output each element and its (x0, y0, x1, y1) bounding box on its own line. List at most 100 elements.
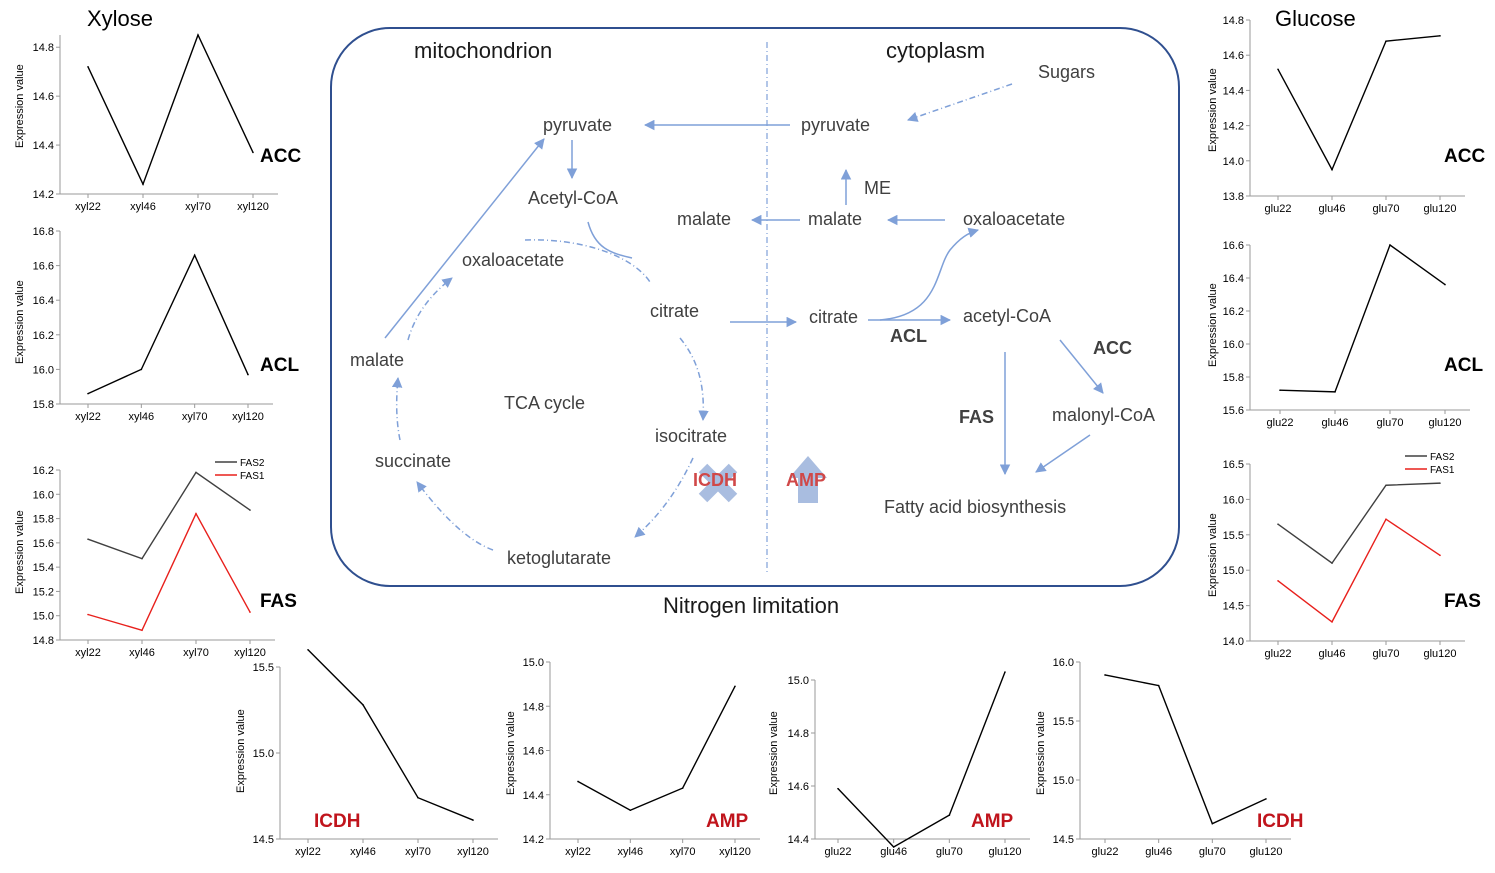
y-tick-label: 14.4 (1223, 85, 1244, 97)
arrow-sugars-pyruvate (907, 83, 1013, 122)
x-tick-label: glu46 (880, 846, 907, 858)
chart-title: ACC (1444, 146, 1486, 167)
y-tick-label: 15.0 (253, 748, 274, 760)
metabolite-sugars: Sugars (1038, 62, 1096, 82)
chart-title: ACL (260, 355, 300, 376)
chart-title: AMP (706, 811, 749, 832)
data-point (1439, 35, 1441, 37)
series-line (1104, 674, 1267, 825)
data-point (1331, 621, 1333, 623)
x-tick-label: xyl46 (130, 201, 156, 213)
y-tick-label: 14.8 (523, 701, 544, 713)
x-tick-label: xyl120 (457, 846, 489, 858)
x-tick-label: glu70 (1373, 203, 1400, 215)
series-line (1279, 243, 1446, 393)
data-point (948, 814, 951, 816)
data-point (193, 254, 196, 257)
data-point (247, 373, 249, 376)
x-tick-label: glu22 (825, 846, 852, 858)
enzyme-me: ME (864, 178, 891, 198)
data-point (1444, 283, 1446, 286)
y-tick-label: 16.8 (33, 226, 54, 238)
y-tick-label: 15.5 (1053, 716, 1074, 728)
x-tick-label: xyl120 (237, 201, 269, 213)
x-tick-label: xyl46 (128, 411, 154, 423)
x-tick-label: glu120 (1249, 846, 1282, 858)
x-tick-label: xyl22 (75, 411, 101, 423)
data-point (1104, 674, 1106, 676)
y-tick-label: 14.0 (1223, 636, 1244, 648)
x-tick-label: glu46 (1145, 846, 1172, 858)
y-tick-label: 14.2 (523, 834, 544, 846)
data-point (1334, 391, 1336, 393)
data-point (1439, 554, 1441, 557)
x-tick-label: glu22 (1265, 203, 1292, 215)
label-tca-cycle: TCA cycle (504, 393, 586, 413)
y-tick-label: 16.0 (33, 489, 54, 501)
enzyme-fas: FAS (959, 407, 995, 427)
y-tick-label: 16.6 (1223, 240, 1244, 252)
arrow-malonylcoa-fattyacid (1035, 434, 1091, 473)
data-point (1277, 68, 1279, 71)
metabolite-ketoglutarate: ketoglutarate (507, 548, 612, 568)
y-tick-label: 16.5 (1223, 459, 1244, 471)
x-tick-label: xyl22 (565, 846, 591, 858)
x-tick-label: xyl70 (185, 201, 211, 213)
metabolite-pyruvate-cyto: pyruvate (801, 115, 871, 135)
chart-title: FAS (260, 591, 297, 612)
data-point (197, 34, 199, 36)
data-point (142, 183, 144, 186)
amp-increase-arrow (789, 456, 827, 503)
y-tick-label: 14.0 (1223, 156, 1244, 168)
data-point (629, 809, 632, 812)
y-tick-label: 16.2 (1223, 306, 1244, 318)
x-tick-label: glu70 (1377, 417, 1404, 429)
y-tick-label: 16.2 (33, 465, 54, 477)
data-point (1279, 389, 1281, 392)
data-point (472, 819, 474, 821)
data-point (1211, 822, 1214, 825)
metabolite-isocitrate: isocitrate (655, 426, 728, 446)
x-tick-label: xyl70 (670, 846, 696, 858)
y-tick-label: 14.5 (1223, 601, 1244, 613)
data-point (1004, 671, 1006, 673)
y-tick-label: 15.0 (33, 611, 54, 623)
series-line-fas2 (87, 471, 251, 560)
y-tick-label: 15.8 (1223, 372, 1244, 384)
data-point (249, 611, 251, 613)
x-tick-label: glu70 (1373, 648, 1400, 660)
x-tick-label: xyl120 (719, 846, 751, 858)
data-point (195, 512, 197, 515)
data-point (307, 649, 309, 651)
x-tick-label: xyl46 (617, 846, 643, 858)
series-line (1277, 35, 1441, 172)
y-tick-label: 16.2 (33, 330, 54, 342)
arrow-malate-pyruvate-mito (384, 138, 545, 339)
x-tick-label: glu46 (1322, 417, 1349, 429)
tca-ketoglutarate-succinate (416, 481, 494, 551)
enzyme-acl: ACL (890, 326, 927, 346)
y-tick-label: 16.6 (33, 261, 54, 273)
arrow-citrate-oxaloacetate (879, 227, 980, 321)
data-point (141, 629, 143, 632)
y-tick-label: 14.6 (1223, 50, 1244, 62)
series-line-fas2 (1277, 482, 1441, 565)
tca-malate-oxaloacetate (407, 277, 453, 341)
y-tick-label: 15.6 (33, 538, 54, 550)
metabolite-succinate: succinate (375, 451, 452, 471)
x-tick-label: glu120 (1423, 203, 1456, 215)
chart-title: ICDH (1257, 811, 1304, 832)
x-tick-label: xyl120 (234, 647, 266, 659)
y-tick-label: 14.2 (33, 189, 54, 201)
y-tick-label: 15.2 (33, 586, 54, 598)
enzyme-icdh: ICDH (693, 470, 737, 490)
legend-label: FAS2 (240, 458, 265, 469)
x-tick-label: glu46 (1319, 203, 1346, 215)
compartment-mitochondrion: mitochondrion (414, 38, 553, 63)
x-tick-label: glu22 (1267, 417, 1294, 429)
series-line (307, 649, 474, 821)
